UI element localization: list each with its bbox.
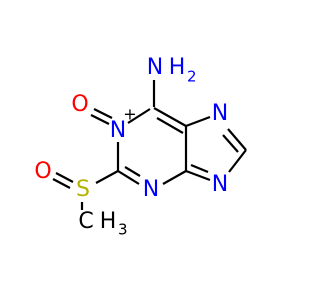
bond-n9-c4-a [185, 169, 211, 182]
bond-c6-c5-a [153, 107, 187, 127]
ring-n7-label: N [212, 101, 228, 126]
bond-s-o-b [52, 178, 71, 189]
bond-n7-c8-a [227, 128, 247, 151]
amine-n-label: N [147, 55, 163, 80]
molecule-canvas: N H 2 N + O N N N S O C H 3 [34, 55, 247, 239]
bond-s-o-a [55, 172, 74, 183]
bonds [52, 80, 247, 210]
amine-h-count: 2 [187, 68, 197, 86]
atom-labels: N H 2 N + O N N N S O C H 3 [34, 55, 228, 239]
n-oxide-charge: + [123, 105, 136, 124]
bond-c8-n9 [228, 149, 247, 173]
bond-c4-n3 [162, 170, 187, 185]
bond-n3-c2-b [124, 166, 141, 177]
bond-n1-o-b [90, 114, 110, 125]
bond-n1-o-a [93, 108, 113, 119]
ring-n3-label: N [143, 177, 159, 202]
structure-svg: N H 2 N + O N N N S O C H 3 [34, 55, 247, 239]
n-oxide-n-label: N [110, 118, 126, 143]
amine-h-label: H [169, 55, 186, 80]
bond-n9-c4-b [190, 163, 209, 174]
methyl-h-label: H [100, 209, 117, 234]
bond-n1-c6 [127, 108, 151, 124]
methyl-h-count: 3 [118, 221, 128, 239]
bond-n3-c2-a [117, 170, 140, 185]
methyl-c-label: C [78, 209, 93, 234]
bond-c2-s [95, 170, 119, 184]
bond-c6-c5-b [156, 117, 184, 134]
sulfur-label: S [76, 177, 90, 202]
sulfinyl-o-label: O [34, 159, 51, 184]
bond-c5-n7 [185, 115, 211, 128]
ring-n9-label: N [212, 172, 228, 197]
n-oxide-o-label: O [71, 92, 88, 117]
bond-n7-c8-b [222, 134, 239, 153]
